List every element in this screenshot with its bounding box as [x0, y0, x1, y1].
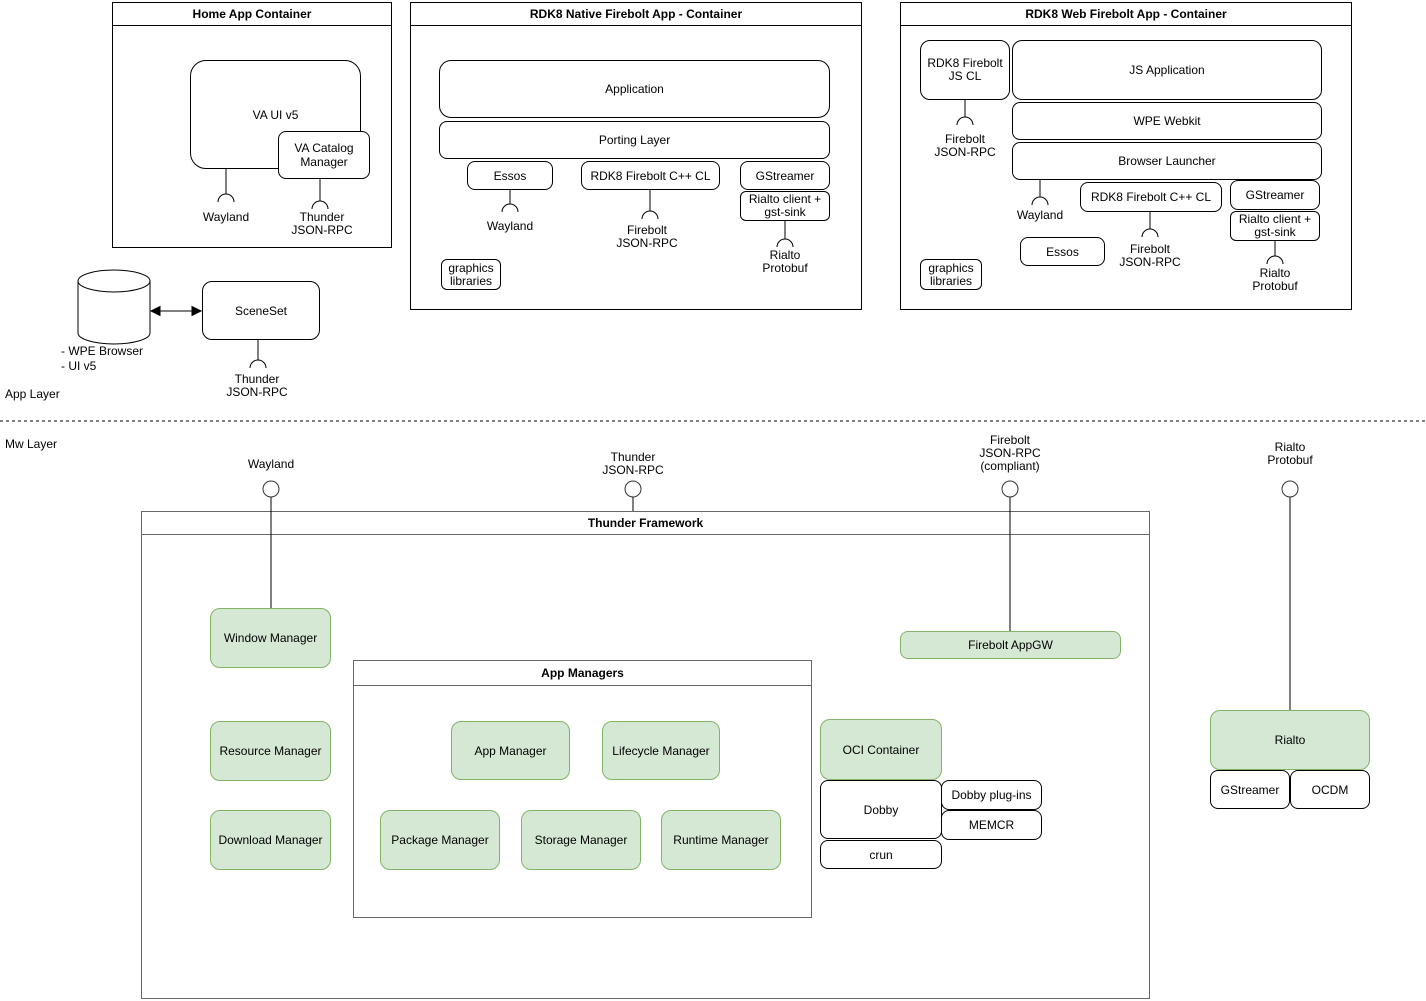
window-manager-box: Window Manager: [210, 608, 331, 668]
mw-rialto-label: Rialto Protobuf: [1267, 440, 1313, 467]
preinstall-contents-label: - WPE Browser - UI v5: [61, 344, 144, 373]
web-rialto-socket-label: Rialto Protobuf: [1252, 266, 1298, 293]
native-rialto-socket-label: Rialto Protobuf: [762, 248, 808, 275]
app-manager-box: App Manager: [451, 721, 570, 780]
lifecycle-manager-box: Lifecycle Manager: [602, 721, 720, 780]
web-wayland-socket-label: Wayland: [1016, 208, 1064, 222]
va-catalog-manager-box: VA Catalog Manager: [278, 131, 370, 179]
mw-wayland-label: Wayland: [247, 457, 295, 471]
mw-firebolt-label: Firebolt JSON-RPC (compliant): [979, 433, 1041, 473]
sceneset-box: SceneSet: [202, 281, 320, 340]
preinstall-package-label: Pre-install package: [87, 293, 141, 320]
rialto-ocdm-box: OCDM: [1290, 770, 1370, 809]
web-rialto-client-box: Rialto client + gst-sink: [1230, 211, 1320, 241]
web-graphics-libs-box: graphics libraries: [920, 259, 982, 290]
app-managers-container: App Managers: [353, 660, 812, 918]
web-essos-box: Essos: [1020, 237, 1105, 266]
native-gstreamer-box: GStreamer: [740, 161, 830, 190]
storage-manager-box: Storage Manager: [521, 810, 641, 870]
mw-thunder-label: Thunder JSON-RPC: [602, 450, 664, 477]
resource-manager-box: Resource Manager: [210, 721, 331, 781]
js-application-box: JS Application: [1012, 40, 1322, 100]
native-firebolt-cpp-box: RDK8 Firebolt C++ CL: [581, 161, 720, 190]
crun-box: crun: [820, 840, 942, 869]
download-manager-box: Download Manager: [210, 810, 331, 870]
rialto-gstreamer-box: GStreamer: [1210, 770, 1290, 809]
firebolt-appgw-box: Firebolt AppGW: [900, 631, 1121, 659]
home-app-container-title: Home App Container: [113, 3, 391, 26]
native-firebolt-container-title: RDK8 Native Firebolt App - Container: [411, 3, 861, 26]
mw-layer-label: Mw Layer: [5, 437, 58, 451]
application-box: Application: [439, 60, 830, 118]
oci-container-box: OCI Container: [820, 719, 942, 780]
native-rialto-client-box: Rialto client + gst-sink: [740, 191, 830, 221]
web-firebolt-container-title: RDK8 Web Firebolt App - Container: [901, 3, 1351, 26]
sceneset-thunder-socket-icon: [249, 359, 267, 369]
home-thunder-socket-label: Thunder JSON-RPC: [291, 210, 353, 237]
app-managers-title: App Managers: [354, 661, 811, 686]
mw-thunder-ball-icon: [624, 480, 642, 498]
mw-wayland-ball-icon: [262, 480, 280, 498]
wpe-webkit-box: WPE Webkit: [1012, 102, 1322, 140]
browser-launcher-box: Browser Launcher: [1012, 142, 1322, 180]
thunder-framework-title: Thunder Framework: [142, 512, 1149, 535]
native-wayland-socket-label: Wayland: [486, 219, 534, 233]
mw-rialto-ball-icon: [1281, 480, 1299, 498]
runtime-manager-box: Runtime Manager: [661, 810, 781, 870]
web-gstreamer-box: GStreamer: [1230, 180, 1320, 210]
memcr-box: MEMCR: [941, 810, 1042, 840]
package-manager-box: Package Manager: [380, 810, 500, 870]
web-js-cl-box: RDK8 Firebolt JS CL: [920, 40, 1010, 100]
porting-layer-box: Porting Layer: [439, 121, 830, 159]
dobby-plugins-box: Dobby plug-ins: [941, 780, 1042, 810]
web-firebolt-cpp-box: RDK8 Firebolt C++ CL: [1080, 182, 1222, 212]
web-firebolt-socket-label: Firebolt JSON-RPC: [1119, 242, 1181, 269]
sceneset-thunder-socket-label: Thunder JSON-RPC: [226, 372, 288, 399]
home-wayland-socket-label: Wayland: [202, 210, 250, 224]
native-essos-box: Essos: [467, 161, 553, 190]
app-layer-label: App Layer: [5, 387, 60, 401]
dobby-box: Dobby: [820, 780, 942, 839]
web-firebolt-top-socket-label: Firebolt JSON-RPC: [934, 132, 996, 159]
native-firebolt-socket-label: Firebolt JSON-RPC: [616, 223, 678, 250]
rialto-box: Rialto: [1210, 710, 1370, 770]
native-graphics-libs-box: graphics libraries: [441, 259, 501, 290]
mw-firebolt-ball-icon: [1001, 480, 1019, 498]
